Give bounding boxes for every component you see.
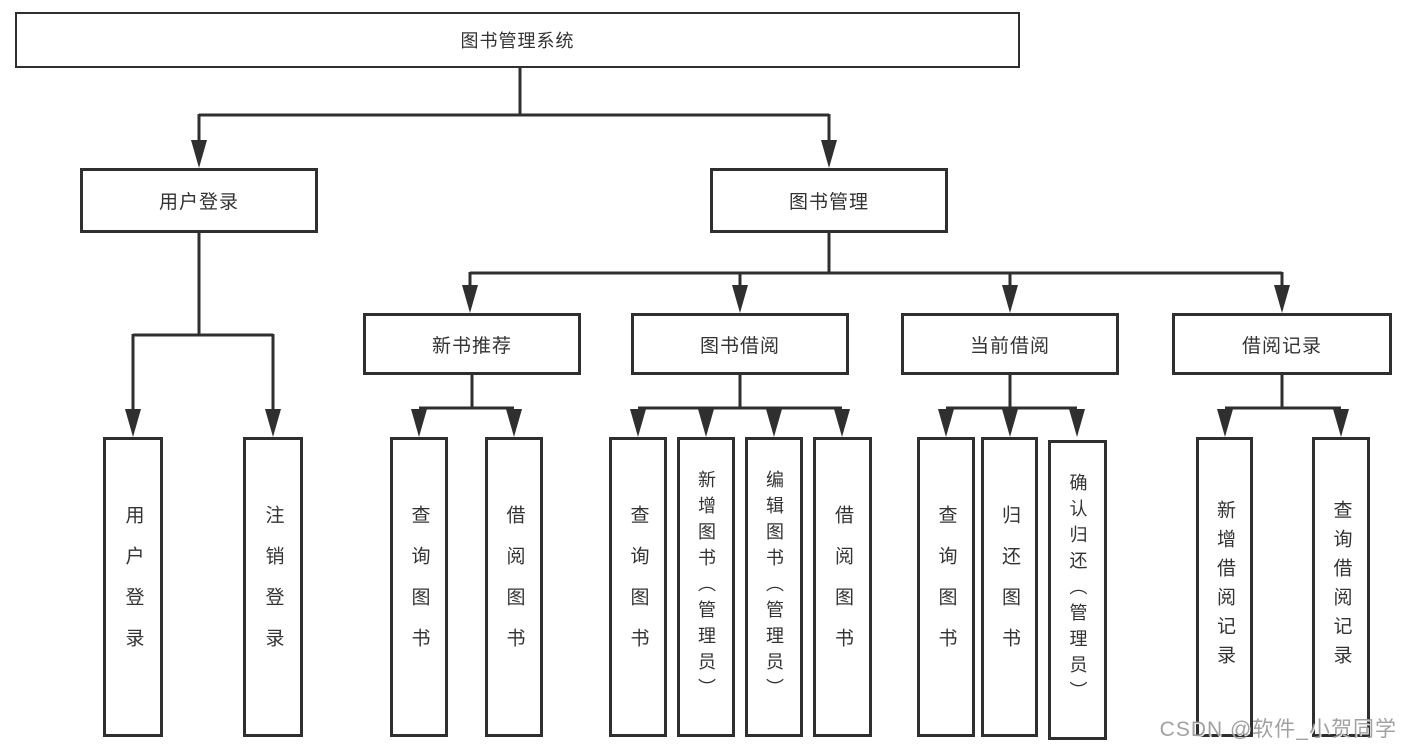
- leaf-borrow-books-borrow: 借阅图书: [813, 437, 872, 737]
- node-book-borrow: 图书借阅: [631, 313, 849, 375]
- node-current-borrow: 当前借阅: [901, 313, 1119, 375]
- node-user-login: 用户登录: [80, 168, 318, 233]
- leaf-confirm-return-admin: 确认归还（管理员）: [1048, 440, 1107, 740]
- node-root: 图书管理系统: [15, 12, 1020, 68]
- leaf-add-borrow-record: 新增借阅记录: [1196, 437, 1253, 737]
- leaf-edit-book-admin: 编辑图书（管理员）: [745, 437, 803, 737]
- node-book-management: 图书管理: [710, 168, 948, 233]
- leaf-borrow-books-new: 借阅图书: [485, 437, 543, 737]
- watermark: CSDN @软件_小贺同学: [1159, 718, 1397, 741]
- leaf-query-borrow-record: 查询借阅记录: [1312, 437, 1370, 737]
- node-new-book-recommend: 新书推荐: [363, 313, 581, 375]
- leaf-logout: 注销登录: [243, 437, 303, 737]
- node-borrow-records: 借阅记录: [1172, 313, 1392, 375]
- leaf-user-login: 用户登录: [103, 437, 163, 737]
- leaf-add-book-admin: 新增图书（管理员）: [677, 437, 735, 737]
- leaf-return-books: 归还图书: [981, 437, 1038, 737]
- leaf-query-books-current: 查询图书: [917, 437, 975, 737]
- leaf-query-books-borrow: 查询图书: [609, 437, 667, 737]
- leaf-query-books-new: 查询图书: [390, 437, 448, 737]
